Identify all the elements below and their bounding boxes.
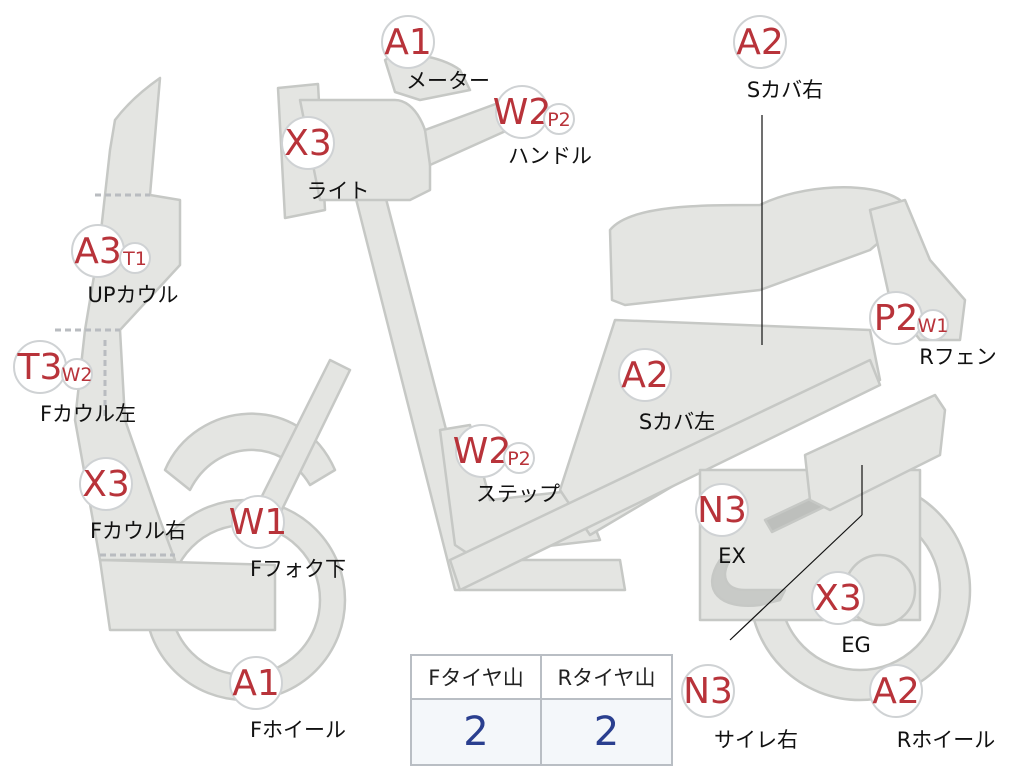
- grade-badge: X3: [284, 123, 332, 164]
- grade-badge-circle: [681, 664, 735, 718]
- muffler-shape: [803, 393, 947, 512]
- part-label: Sカバ左: [639, 410, 715, 434]
- grade-badge: T3: [17, 347, 63, 388]
- sub-grade-badge: P2: [547, 109, 571, 131]
- part-label: ステップ: [476, 482, 560, 506]
- part-label: ライト: [307, 179, 370, 203]
- grade-badge-circle: [381, 15, 435, 69]
- grade-badge: A2: [872, 671, 920, 712]
- front-tire-tread-value: 2: [412, 700, 542, 764]
- grade-badge: X3: [82, 464, 130, 505]
- part-label: サイレ右: [714, 728, 798, 752]
- rear-tire-tread-header: Rタイヤ山: [542, 656, 671, 700]
- front-cowl-shape: [73, 76, 182, 562]
- grade-badge-circle: [695, 483, 749, 537]
- grade-badge-circle: [733, 15, 787, 69]
- rear-tire-tread-value: 2: [542, 700, 671, 764]
- sub-grade-badge-circle: [543, 103, 575, 135]
- part-label: Rフェン: [919, 345, 997, 369]
- seat-shape: [608, 186, 907, 307]
- sub-grade-badge-circle: [503, 442, 535, 474]
- grade-badge-circle: [811, 571, 865, 625]
- part-light: X3 ライト: [281, 116, 370, 203]
- grade-badge: W1: [229, 502, 288, 543]
- grade-badge-circle: [229, 656, 283, 710]
- grade-badge: A3: [74, 231, 122, 272]
- part-label: Fカウル右: [90, 519, 186, 543]
- part-label: EX: [718, 544, 746, 568]
- tire-tread-table: Fタイヤ山 Rタイヤ山 2 2: [410, 654, 673, 766]
- grade-badge-circle: [281, 116, 335, 170]
- grade-badge: X3: [814, 578, 862, 619]
- grade-badge: W2: [493, 92, 552, 133]
- part-label: EG: [841, 633, 871, 657]
- grade-badge: A2: [621, 355, 669, 396]
- sub-grade-badge: P2: [507, 448, 531, 470]
- grade-badge-circle: [618, 348, 672, 402]
- part-label: Fフォク下: [250, 557, 346, 581]
- grade-badge-circle: [231, 495, 285, 549]
- part-meter: A1 メーター: [381, 15, 490, 93]
- grade-badge: P2: [874, 298, 919, 339]
- sub-grade-badge-circle: [61, 358, 93, 390]
- sub-grade-badge: W1: [918, 315, 949, 337]
- grade-badge: A2: [736, 22, 784, 63]
- grade-badge: A1: [384, 22, 432, 63]
- frame-beam-shape: [448, 358, 882, 592]
- part-label: ハンドル: [508, 144, 592, 168]
- part-muffler-right: N3 サイレ右: [681, 664, 798, 752]
- part-label: Fホイール: [250, 718, 346, 742]
- sub-grade-badge: T1: [122, 248, 147, 270]
- grade-badge: N3: [697, 490, 747, 531]
- sub-grade-badge: W2: [62, 364, 93, 386]
- grade-badge-circle: [869, 664, 923, 718]
- sub-grade-badge-circle: [917, 309, 949, 341]
- part-label: Sカバ右: [747, 78, 823, 102]
- part-label: メーター: [406, 69, 490, 93]
- grade-badge: N3: [683, 671, 733, 712]
- grade-badge-circle: [79, 457, 133, 511]
- sub-grade-badge-circle: [119, 242, 151, 274]
- grade-badge: W2: [453, 431, 512, 472]
- part-label: Fカウル左: [40, 402, 136, 426]
- grade-badge: A1: [232, 663, 280, 704]
- part-label: Rホイール: [897, 728, 996, 752]
- front-beak-shape: [98, 558, 277, 632]
- part-label: UPカウル: [87, 283, 178, 307]
- front-tire-tread-header: Fタイヤ山: [412, 656, 542, 700]
